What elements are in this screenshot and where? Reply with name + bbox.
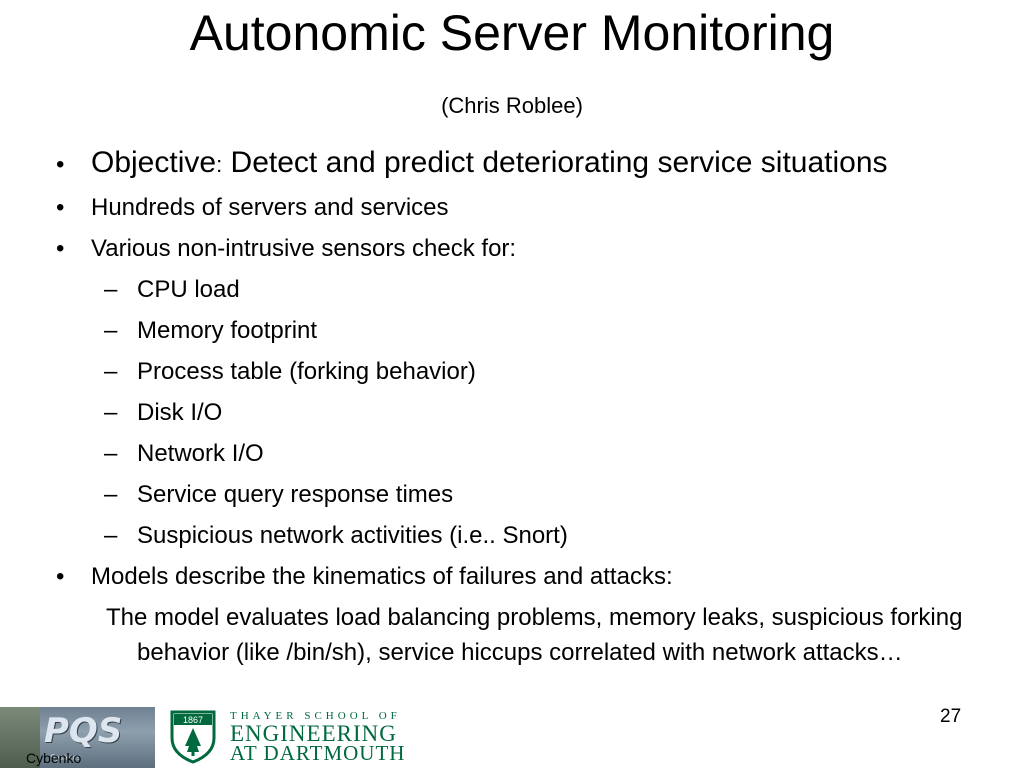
dash-glyph: –	[104, 276, 118, 303]
sub-item-text: Suspicious network activities (i.e.. Sno…	[137, 522, 568, 549]
bullet-glyph: •	[56, 563, 65, 590]
slide-subtitle: (Chris Roblee)	[441, 93, 583, 118]
objective-text: Detect and predict deteriorating service…	[230, 146, 888, 179]
pqs-logo-tagline: Systems	[50, 753, 81, 762]
objective-line: Objective: Detect and predict deteriorat…	[91, 145, 888, 183]
model-paragraph: The model evaluates load balancing probl…	[106, 604, 963, 666]
sub-item-text: CPU load	[137, 276, 240, 303]
bullet-glyph: •	[56, 235, 65, 262]
sub-item-text: Process table (forking behavior)	[137, 358, 476, 385]
objective-colon: :	[216, 152, 223, 177]
page-number: 27	[940, 706, 962, 727]
dash-glyph: –	[104, 481, 118, 508]
bullet-glyph: •	[56, 151, 65, 178]
sub-item-text: Network I/O	[137, 440, 264, 467]
dash-glyph: –	[104, 317, 118, 344]
shield-icon: 1867	[168, 708, 218, 764]
bullet-glyph: •	[56, 194, 65, 221]
dartmouth-line3: AT DARTMOUTH	[230, 741, 406, 765]
pqs-logo: PQS Systems	[0, 707, 155, 768]
sub-item-text: Service query response times	[137, 481, 454, 508]
dartmouth-line1: THAYER SCHOOL OF	[230, 710, 401, 722]
pqs-logo-text: PQS	[44, 711, 123, 751]
dash-glyph: –	[104, 399, 118, 426]
shield-year: 1867	[183, 715, 203, 725]
dash-glyph: –	[104, 522, 118, 549]
objective-label: Objective	[91, 146, 217, 179]
slide-title: Autonomic Server Monitoring	[189, 5, 835, 61]
bullet-text: Various non-intrusive sensors check for:	[91, 235, 517, 262]
thayer-dartmouth-logo: 1867 THAYER SCHOOL OF ENGINEERING AT DAR…	[168, 708, 422, 764]
dartmouth-line2: ENGINEERING	[230, 721, 397, 746]
bullet-text: Models describe the kinematics of failur…	[91, 563, 673, 590]
dash-glyph: –	[104, 358, 118, 385]
sub-item-text: Memory footprint	[137, 317, 318, 344]
footer-author: Cybenko	[26, 750, 82, 766]
bullet-text: Hundreds of servers and services	[91, 194, 449, 221]
sub-item-text: Disk I/O	[137, 399, 223, 426]
pqs-logo-photo	[0, 707, 40, 768]
dash-glyph: –	[104, 440, 118, 467]
